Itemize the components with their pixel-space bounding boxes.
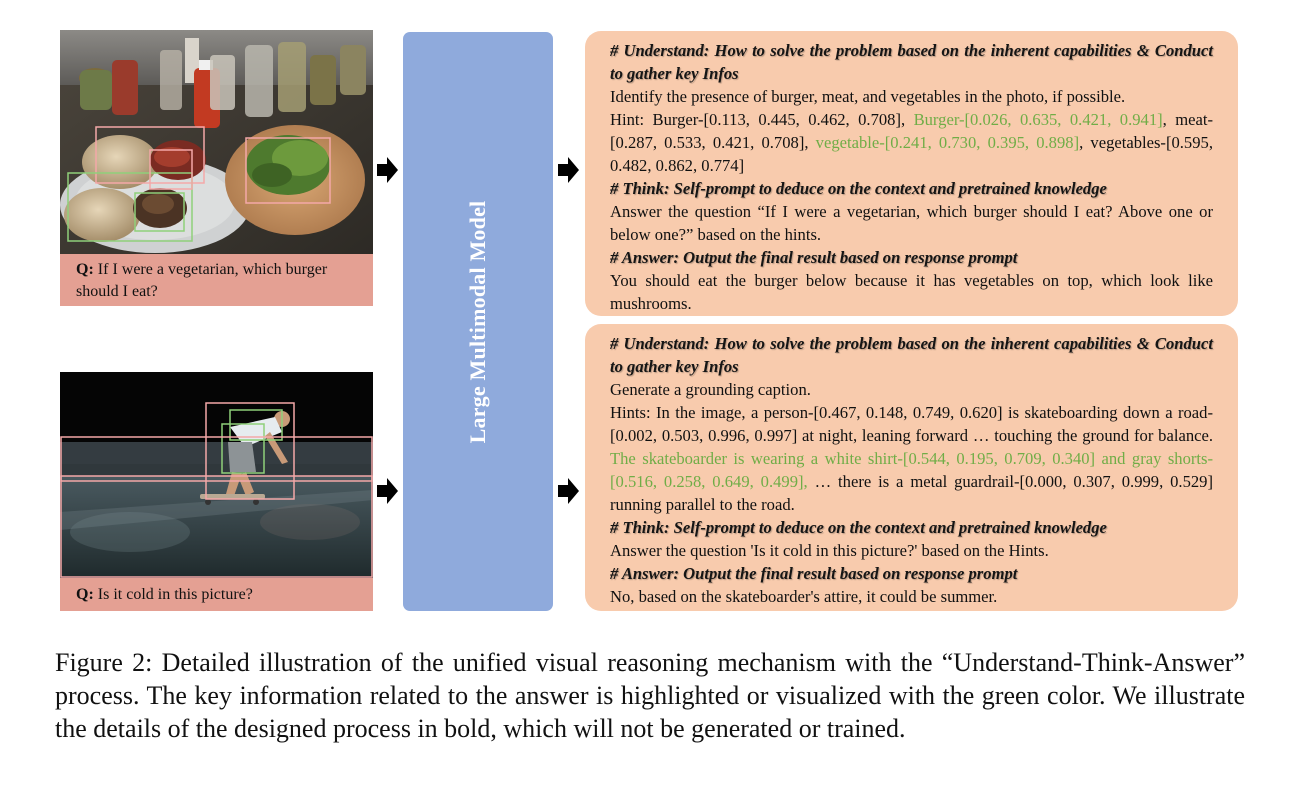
hint-segment: , vegetables-[0.595, 0.482, 0.862, 0.774… bbox=[610, 133, 1213, 175]
question-text: Is it cold in this picture? bbox=[93, 586, 253, 603]
think-text: Answer the question “If I were a vegetar… bbox=[610, 202, 1213, 244]
hint-segment: Hints: In the image, a person-[0.467, 0.… bbox=[610, 403, 1213, 445]
hint-segment: … there is a metal guardrail-[0.000, 0.3… bbox=[610, 472, 1213, 514]
hint-text: Hints: In the image, a person-[0.467, 0.… bbox=[610, 401, 1213, 516]
answer-text: You should eat the burger below because … bbox=[610, 271, 1213, 313]
think-header: # Think: Self-prompt to deduce on the co… bbox=[610, 518, 1107, 537]
hint-segment: Hint: Burger-[0.113, 0.445, 0.462, 0.708… bbox=[610, 110, 914, 129]
understand-header: # Understand: How to solve the problem b… bbox=[610, 41, 1213, 83]
hint-highlight: The skateboarder is wearing a white shir… bbox=[610, 449, 1213, 491]
understand-header: # Understand: How to solve the problem b… bbox=[610, 334, 1213, 376]
reasoning-panel-2: # Understand: How to solve the problem b… bbox=[585, 324, 1238, 611]
understand-text: Identify the presence of burger, meat, a… bbox=[610, 87, 1126, 106]
arrow-right-icon bbox=[558, 478, 579, 504]
skateboarder-photo bbox=[60, 372, 373, 578]
understand-text: Generate a grounding caption. bbox=[610, 380, 811, 399]
question-box-1: Q: If I were a vegetarian, which burger … bbox=[60, 254, 373, 306]
model-label: Large Multimodal Model bbox=[465, 200, 490, 443]
hint-segment: , meat-[0.287, 0.533, 0.421, 0.708], bbox=[610, 110, 1213, 152]
answer-text: No, based on the skateboarder's attire, … bbox=[610, 587, 998, 606]
question-label: Q: bbox=[76, 586, 94, 603]
arrow-right-icon bbox=[558, 157, 579, 183]
think-text: Answer the question 'Is it cold in this … bbox=[610, 541, 1049, 560]
burger-photo bbox=[60, 30, 373, 254]
arrow-right-icon bbox=[377, 157, 398, 183]
large-multimodal-model-block: Large Multimodal Model bbox=[403, 32, 553, 611]
answer-header: # Answer: Output the final result based … bbox=[610, 248, 1018, 267]
question-text: If I were a vegetarian, which burger sho… bbox=[76, 261, 328, 300]
question-box-2: Q: Is it cold in this picture? bbox=[60, 578, 373, 611]
hint-highlight: Burger-[0.026, 0.635, 0.421, 0.941] bbox=[913, 110, 1163, 129]
think-header: # Think: Self-prompt to deduce on the co… bbox=[610, 179, 1107, 198]
hint-highlight: vegetable-[0.241, 0.730, 0.395, 0.898] bbox=[815, 133, 1080, 152]
question-label: Q: bbox=[76, 261, 94, 278]
reasoning-panel-1: # Understand: How to solve the problem b… bbox=[585, 31, 1238, 316]
figure-caption: Figure 2: Detailed illustration of the u… bbox=[55, 648, 1245, 743]
hint-text: Hint: Burger-[0.113, 0.445, 0.462, 0.708… bbox=[610, 108, 1213, 177]
arrow-right-icon bbox=[377, 478, 398, 504]
answer-header: # Answer: Output the final result based … bbox=[610, 564, 1018, 583]
